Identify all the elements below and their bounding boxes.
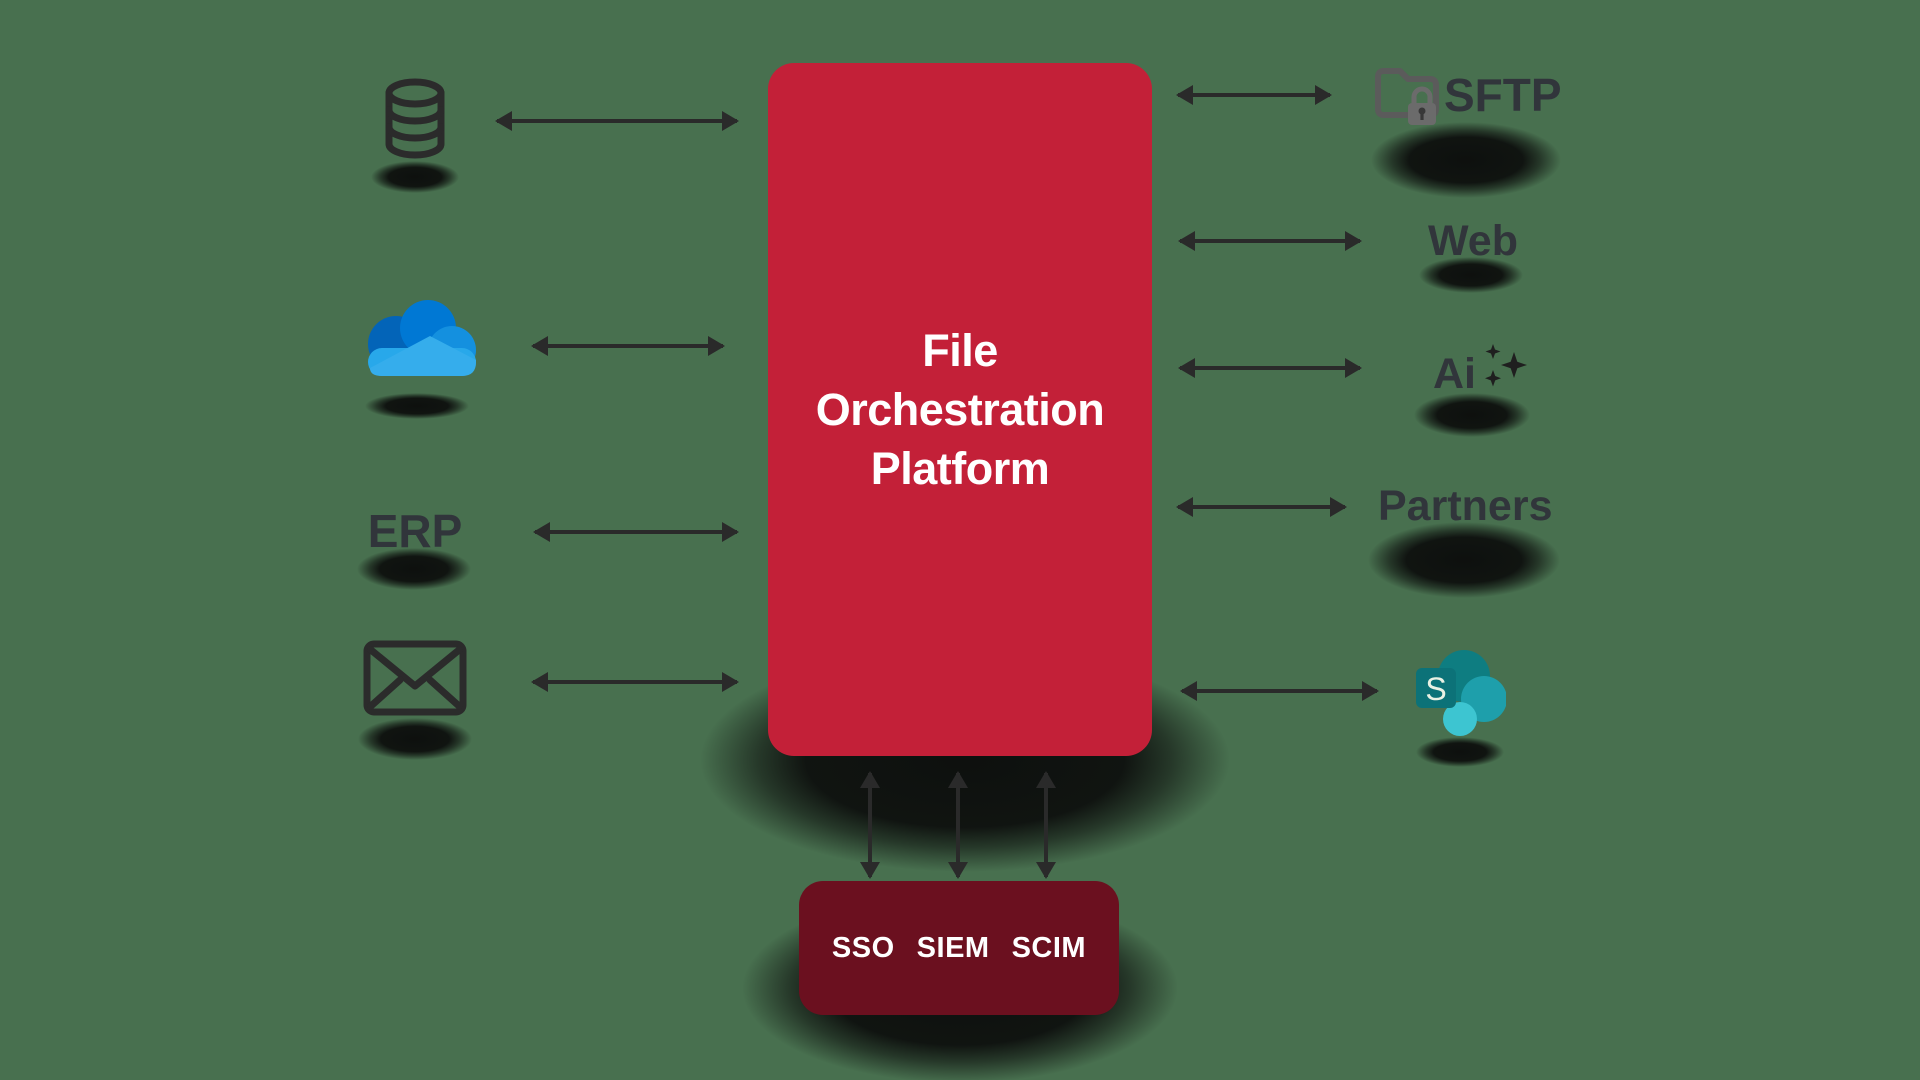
file-orchestration-platform-box: File Orchestration Platform bbox=[768, 63, 1152, 756]
shadow-ai bbox=[1414, 393, 1530, 437]
arrow-database-platform bbox=[495, 111, 739, 131]
database-icon bbox=[385, 78, 445, 159]
shadow-onedrive bbox=[365, 393, 469, 419]
arrow-email-platform bbox=[531, 672, 739, 692]
arrow-platform-governance-2 bbox=[948, 771, 968, 879]
arrow-platform-web bbox=[1178, 231, 1362, 251]
web-label: Web bbox=[1428, 217, 1518, 265]
arrow-platform-governance-1 bbox=[860, 771, 880, 879]
arrow-platform-sftp bbox=[1176, 85, 1332, 105]
platform-title-line-1: File bbox=[922, 325, 998, 376]
ai-label: Ai bbox=[1433, 350, 1476, 398]
shadow-email bbox=[358, 718, 472, 760]
arrow-platform-governance-3 bbox=[1036, 771, 1056, 879]
email-envelope-icon bbox=[363, 640, 467, 716]
shadow-sftp bbox=[1371, 122, 1561, 198]
governance-item-siem: SIEM bbox=[916, 931, 990, 964]
shadow-web bbox=[1419, 257, 1523, 293]
shadow-sharepoint bbox=[1416, 737, 1504, 767]
governance-item-scim: SCIM bbox=[1011, 931, 1087, 964]
erp-label: ERP bbox=[367, 505, 463, 557]
shadow-partners bbox=[1368, 522, 1560, 598]
arrow-platform-partners bbox=[1176, 497, 1347, 517]
platform-title-line-2: Orchestration bbox=[815, 384, 1105, 435]
onedrive-cloud-icon bbox=[368, 300, 476, 376]
arrow-platform-sharepoint bbox=[1180, 681, 1379, 701]
ai-sparkles-icon bbox=[1485, 344, 1527, 387]
arrow-erp-platform bbox=[533, 522, 739, 542]
shadow-erp bbox=[357, 548, 471, 590]
svg-text:S: S bbox=[1425, 671, 1446, 707]
arrow-platform-ai bbox=[1178, 358, 1362, 378]
governance-item-sso: SSO bbox=[831, 931, 895, 964]
partners-label: Partners bbox=[1378, 482, 1553, 530]
platform-title-line-3: Platform bbox=[870, 443, 1050, 494]
governance-box: SSO SIEM SCIM bbox=[799, 881, 1119, 1015]
sharepoint-icon: S bbox=[1416, 650, 1506, 736]
arrow-onedrive-platform bbox=[531, 336, 725, 356]
shadow-database bbox=[371, 161, 459, 193]
sftp-folder-lock-icon bbox=[1375, 68, 1439, 125]
sftp-label: SFTP bbox=[1444, 69, 1562, 121]
